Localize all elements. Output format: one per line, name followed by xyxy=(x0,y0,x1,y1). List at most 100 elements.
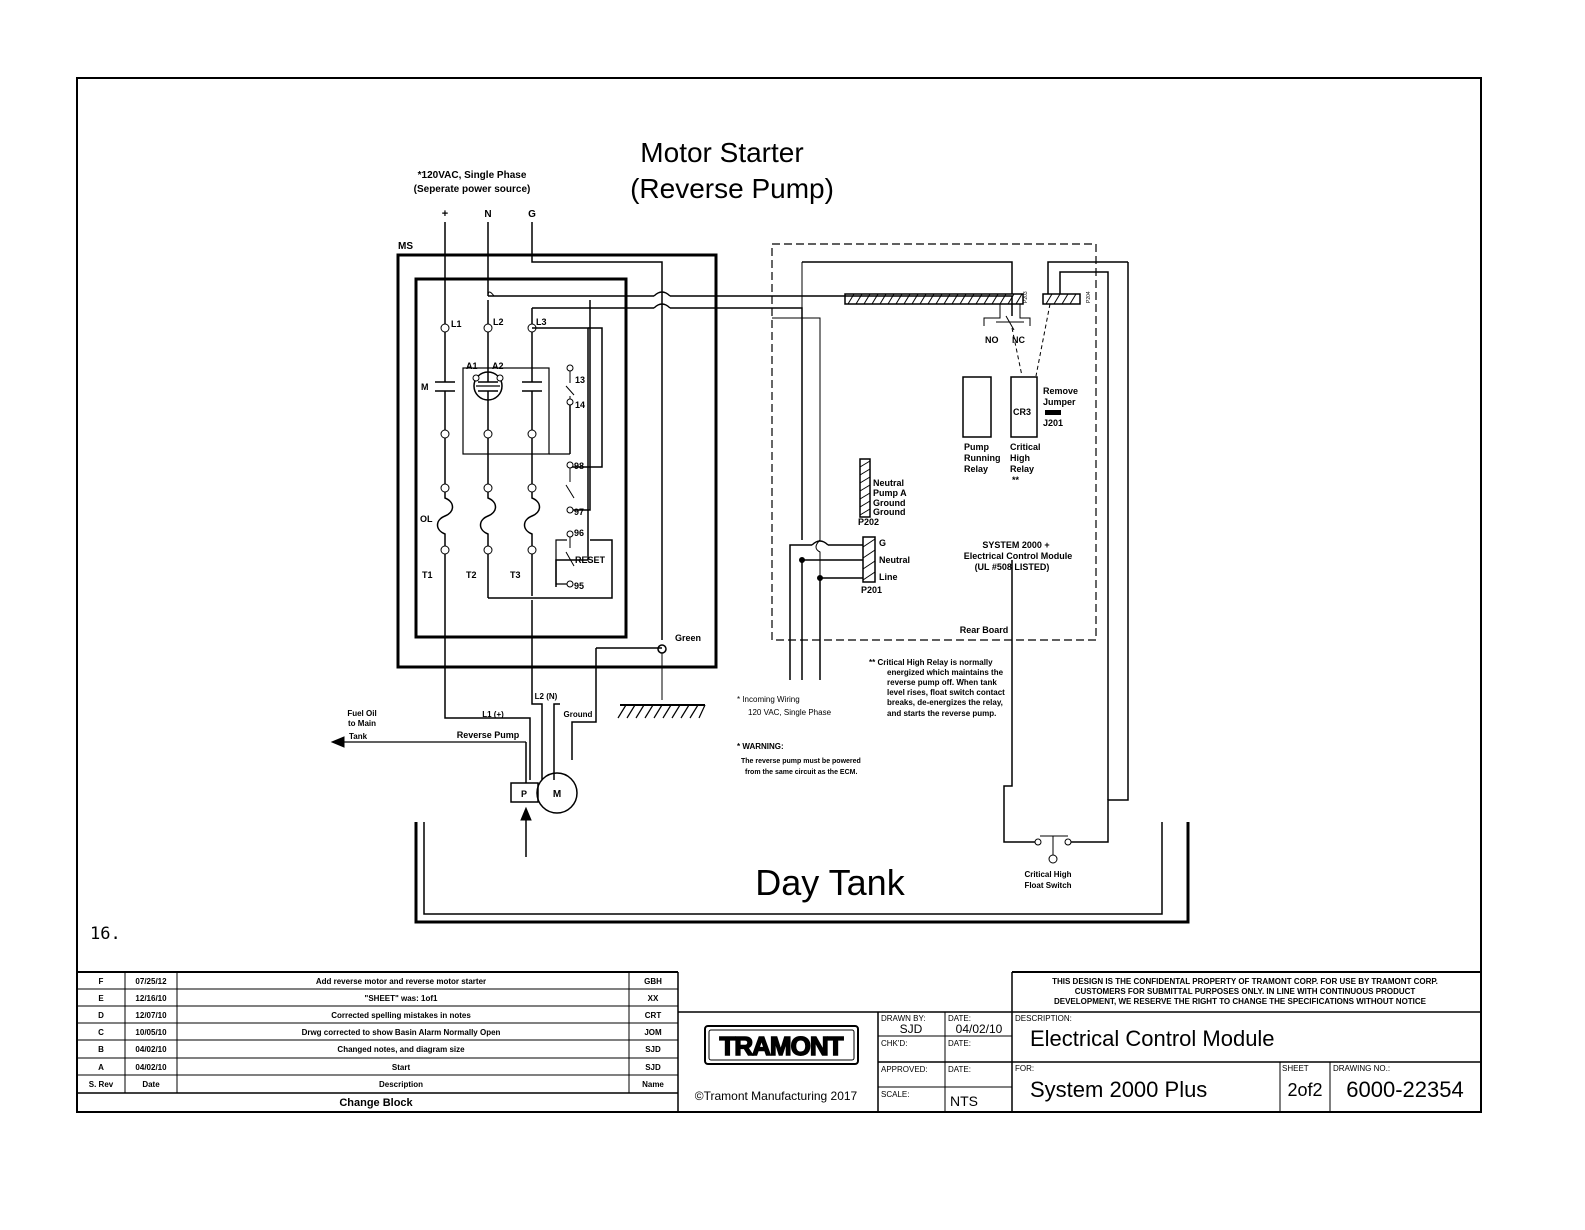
pump-running-3: Relay xyxy=(964,464,988,474)
coil-a1: A1 xyxy=(466,361,478,371)
motor-starter: MS Green xyxy=(396,222,1013,780)
term-t3: T3 xyxy=(510,570,521,580)
remove-label: Remove xyxy=(1043,386,1078,396)
scale-value: NTS xyxy=(950,1093,978,1109)
jumper-label: Jumper xyxy=(1043,397,1076,407)
p201-neutral: Neutral xyxy=(879,555,910,565)
name-e: XX xyxy=(648,994,659,1003)
j201-label: J201 xyxy=(1043,418,1063,428)
approved-label: APPROVED: xyxy=(881,1065,928,1074)
terminal-g: G xyxy=(528,209,536,220)
copyright: ©Tramont Manufacturing 2017 xyxy=(695,1089,858,1103)
day-tank: Day Tank Critical High Float Switch xyxy=(414,262,1190,924)
approved-date-label: DATE: xyxy=(948,1065,971,1074)
term-t1: T1 xyxy=(422,570,433,580)
critical-note-4: level rises, float switch contact xyxy=(887,688,1005,697)
fuel-note-3: Tank xyxy=(349,732,368,741)
ms-label: MS xyxy=(398,241,413,252)
hdr-rev: S. Rev xyxy=(89,1080,114,1089)
description-label: DESCRIPTION: xyxy=(1015,1014,1072,1023)
sheet-value: 2of2 xyxy=(1287,1080,1322,1100)
power-note-line-1: *120VAC, Single Phase xyxy=(418,170,527,181)
terminal-n: N xyxy=(484,209,491,220)
p201-strip xyxy=(862,536,876,583)
p202-ground-1: Ground xyxy=(873,498,906,508)
cr3-label: CR3 xyxy=(1013,407,1031,417)
rear-board-outline xyxy=(771,243,1097,641)
for-label: FOR: xyxy=(1015,1064,1034,1073)
p201-label: P201 xyxy=(861,585,882,595)
p202-pump-a: Pump A xyxy=(873,488,907,498)
desc-c: Drwg corrected to show Basin Alarm Norma… xyxy=(302,1028,501,1037)
float-label-1: Critical High xyxy=(1024,870,1071,879)
hdr-date: Date xyxy=(142,1080,160,1089)
warning-note-3: from the same circuit as the ECM. xyxy=(745,769,857,776)
description-value: Electrical Control Module xyxy=(1030,1026,1275,1051)
p201-line: Line xyxy=(879,572,898,582)
incoming-note-1: * Incoming Wiring xyxy=(737,695,800,704)
date-d: 12/07/10 xyxy=(135,1011,167,1020)
page-number: 16. xyxy=(90,924,121,944)
confidential-3: DEVELOPMENT, WE RESERVE THE RIGHT TO CHA… xyxy=(1054,997,1427,1006)
p201-g: G xyxy=(879,538,886,548)
term-l2: L2 xyxy=(493,317,504,327)
system-line-1: SYSTEM 2000 + xyxy=(982,540,1049,550)
system-line-3: (UL #508 LISTED) xyxy=(975,562,1050,572)
name-f: GBH xyxy=(644,977,662,986)
warning-note-2: The reverse pump must be powered xyxy=(741,758,861,765)
starter-inner-box xyxy=(414,277,628,639)
contact-no: NO xyxy=(985,335,999,345)
ol-98: 98 xyxy=(574,461,584,471)
aux-13: 13 xyxy=(575,375,585,385)
pump-p: P xyxy=(521,789,527,799)
name-d: CRT xyxy=(645,1011,662,1020)
pump-running-1: Pump xyxy=(964,442,990,452)
rev-a: A xyxy=(98,1063,104,1072)
title-line-2: (Reverse Pump) xyxy=(630,173,834,204)
starter-outer-box xyxy=(396,253,718,669)
p203-label: P203 xyxy=(1023,291,1029,303)
float-label-2: Float Switch xyxy=(1024,881,1071,890)
title-block xyxy=(678,971,1481,1112)
p202-strip xyxy=(859,458,871,518)
fuel-note-2: to Main xyxy=(348,719,376,728)
green-label: Green xyxy=(675,633,701,643)
date-f: 07/25/12 xyxy=(135,977,167,986)
rev-e: E xyxy=(98,994,104,1003)
drawn-by-label: DRAWN BY: xyxy=(881,1014,926,1023)
change-block-caption: Change Block xyxy=(339,1097,413,1109)
p204-label: P204 xyxy=(1086,291,1092,303)
pump-running-2: Running xyxy=(964,453,1001,463)
date-label: DATE: xyxy=(948,1014,971,1023)
aux-14: 14 xyxy=(575,400,585,410)
critical-note-3: reverse pump off. When tank xyxy=(887,678,997,687)
p202-neutral: Neutral xyxy=(873,478,904,488)
scale-label: SCALE: xyxy=(881,1090,909,1099)
logo-frame xyxy=(704,1025,859,1065)
drawn-by-value: SJD xyxy=(900,1022,923,1036)
pump-running-relay xyxy=(962,376,992,438)
title-line-1: Motor Starter xyxy=(640,137,803,168)
desc-a: Start xyxy=(392,1063,411,1072)
power-note-line-2: (Seperate power source) xyxy=(414,184,531,195)
desc-f: Add reverse motor and reverse motor star… xyxy=(316,977,486,986)
pump-l1: L1 (+) xyxy=(482,710,504,719)
confidential-notice: THIS DESIGN IS THE CONFIDENTAL PROPERTY … xyxy=(1052,977,1438,1006)
term-t2: T2 xyxy=(466,570,477,580)
confidential-1: THIS DESIGN IS THE CONFIDENTAL PROPERTY … xyxy=(1052,977,1438,986)
coil-a2: A2 xyxy=(492,361,504,371)
chkd-label: CHK'D: xyxy=(881,1039,907,1048)
name-a: SJD xyxy=(645,1063,661,1072)
incoming-note-2: 120 VAC, Single Phase xyxy=(748,708,832,717)
ol-95: 95 xyxy=(574,581,584,591)
day-tank-label: Day Tank xyxy=(755,862,905,903)
critical-high-1: Critical xyxy=(1010,442,1041,452)
motor-m: M xyxy=(553,789,561,800)
pump-ground: Ground xyxy=(564,710,593,719)
ecm-rear-board: Rear Board P203 P204 xyxy=(771,243,1128,800)
for-value: System 2000 Plus xyxy=(1030,1077,1207,1102)
date-b: 04/02/10 xyxy=(135,1045,167,1054)
desc-d: Corrected spelling mistakes in notes xyxy=(331,1011,471,1020)
change-rows: F 07/25/12 Add reverse motor and reverse… xyxy=(89,977,665,1089)
critical-high-3: Relay xyxy=(1010,464,1034,474)
